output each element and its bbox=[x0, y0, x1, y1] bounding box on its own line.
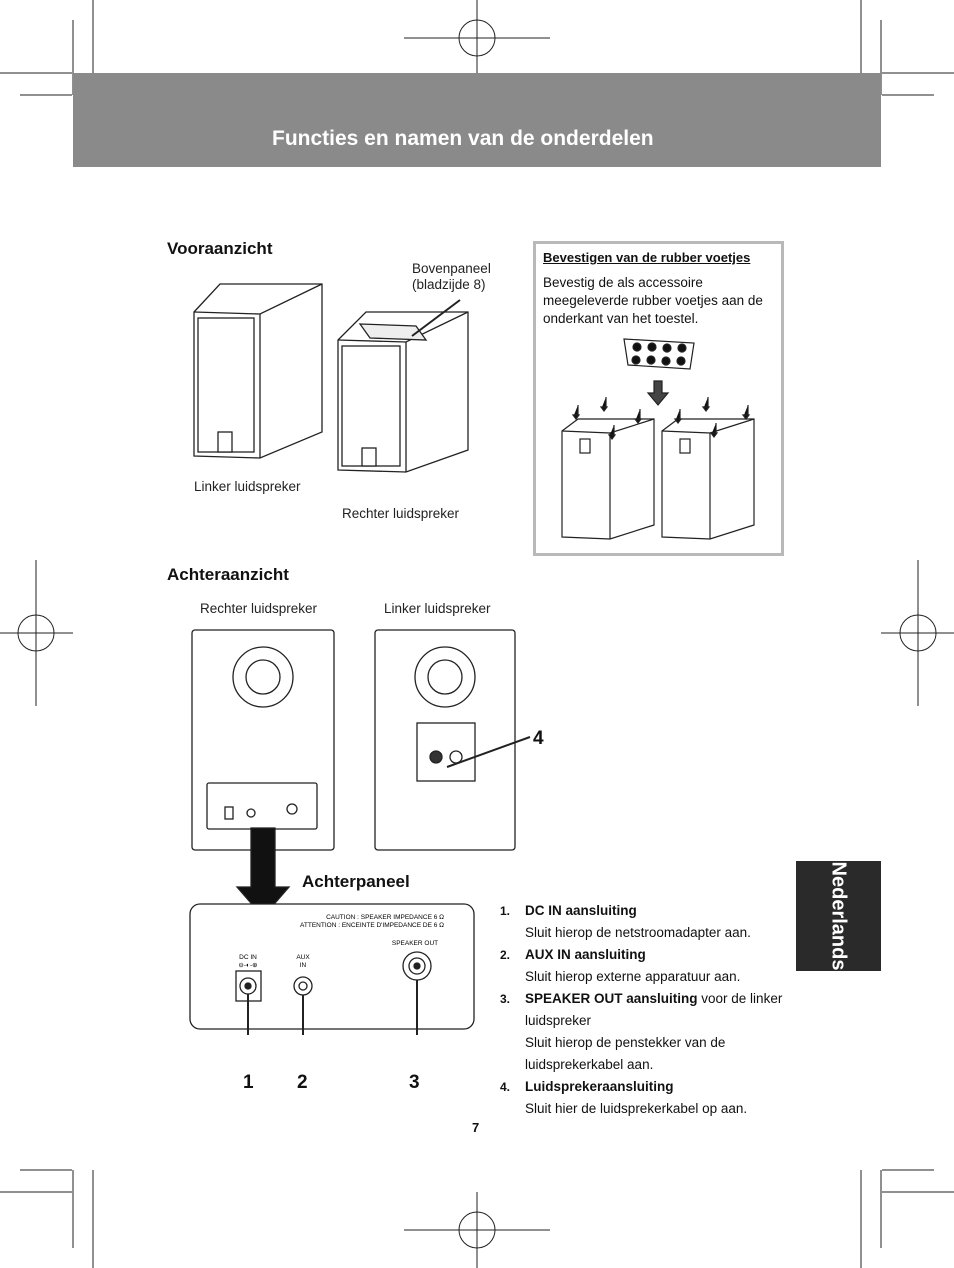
list-item-number: 2. bbox=[500, 948, 511, 962]
dc-polarity-icon: ⊖-◐-⊕ bbox=[238, 962, 258, 969]
callout-1: 1 bbox=[243, 1072, 254, 1093]
list-item: 2. AUX IN aansluiting Sluit hierop exter… bbox=[500, 944, 790, 988]
language-tab-label: Nederlands bbox=[827, 861, 850, 971]
list-item-suffix: aansluiting bbox=[561, 903, 637, 918]
dc-in-label: DC IN bbox=[239, 954, 257, 961]
rear-panel-illustration: CAUTION : SPEAKER IMPEDANCE 6 Ω ATTENTIO… bbox=[189, 903, 475, 1035]
rubber-feet-text: Bevestig de als accessoire meegeleverde … bbox=[543, 275, 763, 326]
list-item-number: 3. bbox=[500, 992, 511, 1006]
rubber-feet-illustration bbox=[561, 338, 755, 540]
parts-list: 1. DC IN aansluiting Sluit hierop de net… bbox=[500, 900, 790, 1120]
list-item-suffix: Luidsprekeraansluiting bbox=[525, 1079, 674, 1094]
caution-line1: CAUTION : SPEAKER IMPEDANCE 6 Ω bbox=[326, 914, 444, 921]
page-number: 7 bbox=[472, 1120, 480, 1135]
list-item-description: Sluit hier de luidsprekerkabel op aan. bbox=[525, 1101, 748, 1116]
rear-panel-heading: Achterpaneel bbox=[302, 872, 410, 891]
front-right-speaker-label: Rechter luidspreker bbox=[342, 506, 460, 521]
list-item-suffix: aansluiting bbox=[622, 991, 698, 1006]
callout-2: 2 bbox=[297, 1072, 308, 1093]
rubber-feet-box bbox=[533, 241, 784, 556]
front-left-speaker-label: Linker luidspreker bbox=[194, 479, 301, 494]
list-item-number: 1. bbox=[500, 904, 511, 918]
caution-line2: ATTENTION : ENCEINTE D'IMPEDANCE DE 6 Ω bbox=[300, 922, 444, 929]
aux-label-line1: AUX bbox=[296, 954, 310, 961]
top-panel-label-line2: (bladzijde 8) bbox=[412, 277, 486, 292]
list-item-number: 4. bbox=[500, 1080, 511, 1094]
aux-label-line2: IN bbox=[300, 962, 307, 969]
list-item-description: Sluit hierop externe apparatuur aan. bbox=[525, 969, 741, 984]
callout-3: 3 bbox=[409, 1072, 420, 1093]
front-view-heading: Vooraanzicht bbox=[167, 239, 273, 258]
list-item: 4. Luidsprekeraansluiting Sluit hier de … bbox=[500, 1076, 790, 1120]
rear-view-heading: Achteraanzicht bbox=[167, 565, 289, 584]
language-tab bbox=[796, 861, 881, 971]
page-title: Functies en namen van de onderdelen bbox=[272, 127, 654, 150]
top-panel-label-line1: Bovenpaneel bbox=[412, 261, 491, 276]
list-item-name: DC IN bbox=[525, 903, 562, 918]
rear-left-speaker-label: Linker luidspreker bbox=[384, 601, 491, 616]
list-item-suffix: aansluiting bbox=[570, 947, 646, 962]
rear-right-speaker-label: Rechter luidspreker bbox=[200, 601, 318, 616]
list-item-extra: voor de linker luidspreker bbox=[525, 991, 783, 1028]
list-item-description: Sluit hierop de netstroomadapter aan. bbox=[525, 925, 751, 940]
list-item-description: Sluit hierop de penstekker van de luidsp… bbox=[525, 1035, 726, 1072]
title-bar bbox=[73, 73, 881, 167]
list-item-name: AUX IN bbox=[525, 947, 571, 962]
list-item: 3. SPEAKER OUT aansluiting voor de linke… bbox=[500, 988, 790, 1076]
rear-speakers-illustration bbox=[191, 629, 531, 915]
speaker-out-label: SPEAKER OUT bbox=[392, 940, 438, 947]
callout-4: 4 bbox=[533, 728, 544, 749]
list-item-name: SPEAKER OUT bbox=[525, 991, 623, 1006]
list-item: 1. DC IN aansluiting Sluit hierop de net… bbox=[500, 900, 790, 944]
front-speakers-illustration bbox=[193, 283, 469, 473]
top-panel-label: Bovenpaneel (bladzijde 8) bbox=[412, 261, 491, 293]
rubber-feet-title: Bevestigen van de rubber voetjes bbox=[543, 250, 751, 265]
